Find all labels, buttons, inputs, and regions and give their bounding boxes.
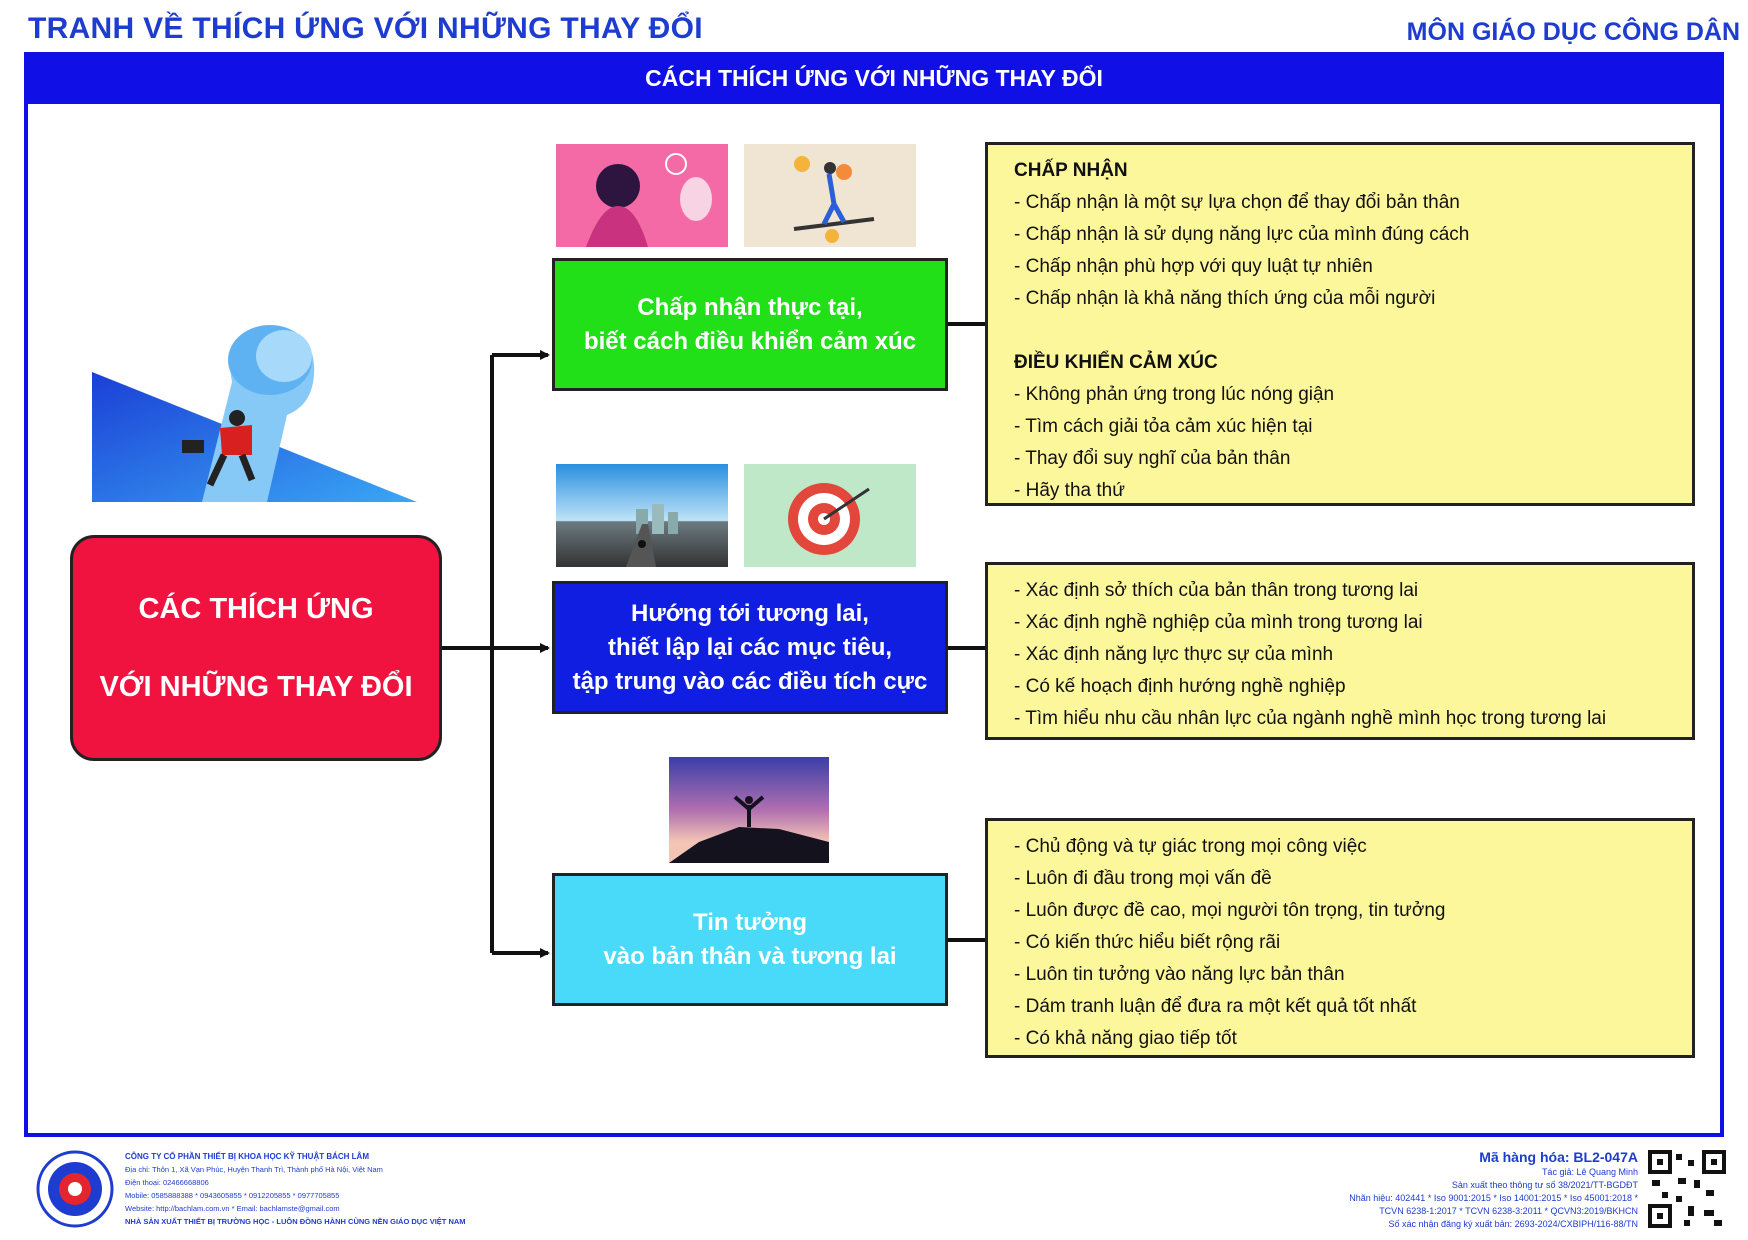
production-note: Sản xuất theo thông tư số 38/2021/TT-BGD… xyxy=(1451,1180,1638,1190)
product-code: Mã hàng hóa: BL2-047A xyxy=(1479,1149,1638,1165)
list-item: - Xác định nghề nghiệp của mình trong tư… xyxy=(1014,612,1423,633)
band-title: CÁCH THÍCH ỨNG VỚI NHỮNG THAY ĐỔI xyxy=(24,52,1724,104)
list-item: - Có kiến thức hiểu biết rộng rãi xyxy=(1014,932,1281,953)
list-item: - Xác định sở thích của bản thân trong t… xyxy=(1014,580,1419,601)
branch-2-line-1: Hướng tới tương lai, xyxy=(631,599,869,627)
list-item: - Tìm cách giải tỏa cảm xúc hiện tại xyxy=(1014,416,1313,437)
list-item: - Luôn tin tưởng vào năng lực bản thân xyxy=(1014,964,1345,985)
keyhole-illustration xyxy=(92,325,417,502)
qr-code xyxy=(1648,1150,1726,1228)
author: Tác giả: Lê Quang Minh xyxy=(1541,1167,1638,1177)
branch-3-line-2: vào bản thân và tương lai xyxy=(603,942,897,970)
company-slogan: NHÀ SẢN XUẤT THIẾT BỊ TRƯỜNG HỌC - LUÔN … xyxy=(125,1217,466,1226)
subject-label: MÔN GIÁO DỤC CÔNG DÂN xyxy=(1406,18,1740,46)
branch-1-line-1: Chấp nhận thực tại, xyxy=(637,293,863,321)
list-item: - Luôn được đề cao, mọi người tôn trọng,… xyxy=(1014,900,1446,921)
list-item: - Xác định năng lực thực sự của mình xyxy=(1014,644,1334,665)
list-item: - Có kế hoạch định hướng nghề nghiệp xyxy=(1014,676,1346,697)
panel-heading-accept: CHẤP NHẬN xyxy=(1014,160,1128,181)
future-road-image xyxy=(556,464,728,567)
list-item: - Có khả năng giao tiếp tốt xyxy=(1014,1028,1237,1049)
list-item: - Chủ động và tự giác trong mọi công việ… xyxy=(1014,836,1367,857)
list-item: - Hãy tha thứ xyxy=(1014,480,1125,501)
company-address: Địa chỉ: Thôn 1, Xã Vạn Phúc, Huyện Than… xyxy=(125,1165,383,1174)
panel-heading-emotion: ĐIỀU KHIỂN CẢM XÚC xyxy=(1014,352,1218,373)
woman-mask-image xyxy=(556,144,728,247)
standards-1: Nhãn hiệu: 402441 * Iso 9001:2015 * Iso … xyxy=(1349,1193,1638,1203)
panel-accept-details: CHẤP NHẬN - Chấp nhận là một sự lựa chọn… xyxy=(985,142,1695,506)
list-item: - Dám tranh luận để đưa ra một kết quả t… xyxy=(1014,996,1417,1017)
panel-trust-details: - Chủ động và tự giác trong mọi công việ… xyxy=(985,818,1695,1058)
list-item: - Chấp nhận là sử dụng năng lực của mình… xyxy=(1014,224,1470,245)
panel-future-details: - Xác định sở thích của bản thân trong t… xyxy=(985,562,1695,740)
balance-emotions-image xyxy=(744,144,916,247)
central-node: CÁC THÍCH ỨNG VỚI NHỮNG THAY ĐỔI xyxy=(70,535,442,761)
branch-1-line-2: biết cách điều khiển cảm xúc xyxy=(583,327,917,355)
branch-3-line-1: Tin tưởng xyxy=(693,908,807,936)
company-name: CÔNG TY CỔ PHẦN THIẾT BỊ KHOA HỌC KỸ THU… xyxy=(125,1152,369,1161)
company-web: Website: http://bachlam.com.vn * Email: … xyxy=(125,1204,340,1213)
company-phone: Điện thoại: 02466668806 xyxy=(125,1178,209,1187)
company-mobile: Mobile: 0585888388 * 0943605855 * 091220… xyxy=(125,1191,340,1200)
branch-2-line-3: tập trung vào các điều tích cực xyxy=(572,667,928,695)
branch-trust: Tin tưởng vào bản thân và tương lai xyxy=(552,873,948,1006)
company-info: CÔNG TY CỔ PHẦN THIẾT BỊ KHOA HỌC KỸ THU… xyxy=(125,1150,466,1228)
company-logo xyxy=(36,1150,114,1228)
poster-title: TRANH VỀ THÍCH ỨNG VỚI NHỮNG THAY ĐỔI xyxy=(28,12,703,45)
product-info: Mã hàng hóa: BL2-047A Tác giả: Lê Quang … xyxy=(1349,1148,1638,1231)
list-item: - Tìm hiểu nhu cầu nhân lực của ngành ng… xyxy=(1014,708,1607,729)
list-item: - Chấp nhận là một sự lựa chọn để thay đ… xyxy=(1014,192,1460,213)
mountain-success-image xyxy=(669,757,829,863)
spacer xyxy=(1014,315,1666,347)
registration: Số xác nhận đăng ký xuất bản: 2693-2024/… xyxy=(1388,1219,1639,1229)
list-item: - Thay đổi suy nghĩ của bản thân xyxy=(1014,448,1291,469)
target-goal-image xyxy=(744,464,916,567)
list-item: - Không phản ứng trong lúc nóng giận xyxy=(1014,384,1335,405)
branch-future: Hướng tới tương lai, thiết lập lại các m… xyxy=(552,581,948,714)
branch-2-line-2: thiết lập lại các mục tiêu, xyxy=(607,633,893,661)
list-item: - Chấp nhận là khả năng thích ứng của mỗ… xyxy=(1014,288,1436,309)
central-line-1: CÁC THÍCH ỨNG xyxy=(138,593,374,625)
central-line-2: VỚI NHỮNG THAY ĐỔI xyxy=(99,671,413,703)
branch-accept: Chấp nhận thực tại, biết cách điều khiển… xyxy=(552,258,948,391)
list-item: - Luôn đi đầu trong mọi vấn đề xyxy=(1014,868,1272,889)
standards-2: TCVN 6238-1:2017 * TCVN 6238-3:2011 * QC… xyxy=(1379,1206,1638,1216)
list-item: - Chấp nhận phù hợp với quy luật tự nhiê… xyxy=(1014,256,1373,277)
